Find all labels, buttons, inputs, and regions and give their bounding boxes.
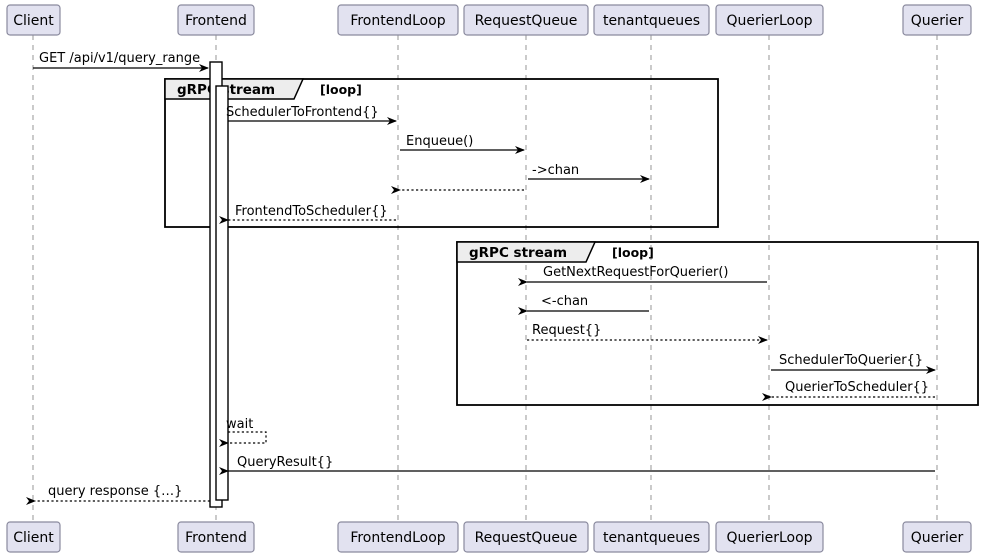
msg-wait: wait [219, 417, 267, 447]
participant-requestqueue-bottom-label: RequestQueue [475, 530, 578, 546]
msg-wait-label: wait [226, 417, 253, 432]
participant-requestqueue-top[interactable]: RequestQueue [463, 4, 589, 36]
participant-tenantqueues-bottom[interactable]: tenantqueues [593, 521, 710, 553]
msg-frontend-to-scheduler-label: FrontendToScheduler{} [235, 204, 388, 219]
participant-frontend-top-label: Frontend [185, 13, 247, 29]
frame-querier-grpc: gRPC stream [loop] [456, 241, 979, 406]
participant-requestqueue-bottom[interactable]: RequestQueue [463, 521, 589, 553]
participants-bottom-layer: Client Frontend FrontendLoop RequestQueue te… [6, 521, 972, 553]
msg-enqueue: Enqueue() [400, 134, 525, 154]
msg-request-label: Request{} [532, 323, 601, 338]
msg-scheduler-to-querier-label: SchedulerToQuerier{} [779, 353, 923, 368]
participant-requestqueue-bottom-box[interactable] [463, 521, 589, 553]
msg-to-chan-label: ->chan [532, 163, 579, 178]
msg-wait-path [219, 431, 267, 447]
msg-querier-to-scheduler: QuerierToScheduler{} [762, 380, 935, 401]
participant-frontend-bottom-label: Frontend [185, 530, 247, 546]
participant-frontendloop-top-label: FrontendLoop [350, 13, 445, 29]
participant-frontendloop-bottom[interactable]: FrontendLoop [337, 521, 459, 553]
msg-get-query-range-label: GET /api/v1/query_range [39, 51, 200, 66]
msg-from-chan-label: <-chan [541, 294, 588, 309]
participants-top-layer: Client Frontend FrontendLoop RequestQueue te… [6, 4, 972, 36]
msg-get-next-request-label: GetNextRequestForQuerier() [543, 265, 729, 280]
participant-querierloop-top-box[interactable] [715, 4, 824, 36]
messages-layer: GET /api/v1/query_rangeSchedulerToFronte… [26, 51, 936, 505]
participant-frontend-top[interactable]: Frontend [177, 4, 255, 36]
msg-scheduler-to-frontend: SchedulerToFrontend{} [226, 105, 397, 125]
msg-querier-to-scheduler-label: QuerierToScheduler{} [785, 380, 929, 395]
frame-frontend-grpc-condition: [loop] [320, 82, 362, 97]
participant-client-top-label: Client [13, 13, 54, 29]
participant-frontend-top-box[interactable] [177, 4, 255, 36]
participant-querier-bottom-box[interactable] [902, 521, 972, 553]
participant-client-bottom[interactable]: Client [6, 521, 61, 553]
participant-tenantqueues-top-box[interactable] [593, 4, 710, 36]
msg-scheduler-to-querier: SchedulerToQuerier{} [771, 353, 936, 374]
participant-frontendloop-bottom-label: FrontendLoop [350, 530, 445, 546]
lifelines-layer [32, 35, 938, 522]
participant-tenantqueues-top[interactable]: tenantqueues [593, 4, 710, 36]
frame-frontend-grpc-tab [164, 78, 305, 100]
participant-frontend-bottom-box[interactable] [177, 521, 255, 553]
participant-frontendloop-top-box[interactable] [337, 4, 459, 36]
msg-enqueue-label: Enqueue() [406, 134, 473, 149]
msg-frontend-to-scheduler: FrontendToScheduler{} [219, 204, 396, 224]
participant-querier-top-box[interactable] [902, 4, 972, 36]
participant-client-bottom-box[interactable] [6, 521, 61, 553]
frame-querier-grpc-title: gRPC stream [469, 245, 567, 261]
participant-requestqueue-top-label: RequestQueue [475, 13, 578, 29]
participant-tenantqueues-top-label: tenantqueues [603, 13, 700, 29]
participant-requestqueue-top-box[interactable] [463, 4, 589, 36]
frontend-activation-inner [215, 85, 229, 501]
participant-tenantqueues-bottom-label: tenantqueues [603, 530, 700, 546]
participant-querierloop-top-label: QuerierLoop [726, 13, 812, 29]
participant-client-top[interactable]: Client [6, 4, 61, 36]
frame-querier-grpc-tab [456, 241, 597, 263]
msg-request: Request{} [527, 323, 768, 344]
participant-querier-top[interactable]: Querier [902, 4, 972, 36]
participant-querier-top-label: Querier [911, 13, 964, 29]
msg-from-chan: <-chan [518, 294, 649, 315]
participant-frontend-bottom[interactable]: Frontend [177, 521, 255, 553]
msg-get-query-range: GET /api/v1/query_range [33, 51, 209, 72]
frame-querier-grpc-condition: [loop] [612, 245, 654, 260]
participant-querier-bottom-label: Querier [911, 530, 964, 546]
msg-to-chan: ->chan [528, 163, 650, 183]
msg-query-result-label: QueryResult{} [237, 455, 333, 470]
participant-querier-bottom[interactable]: Querier [902, 521, 972, 553]
msg-query-response: query response {…} [26, 484, 210, 505]
participant-querierloop-bottom-label: QuerierLoop [726, 530, 812, 546]
msg-get-next-request: GetNextRequestForQuerier() [518, 265, 767, 286]
msg-query-result: QueryResult{} [219, 455, 935, 475]
frames-layer: gRPC stream[loop]gRPC stream[loop] [164, 78, 979, 406]
activations-layer [209, 61, 229, 508]
participant-frontendloop-bottom-box[interactable] [337, 521, 459, 553]
participant-client-top-box[interactable] [6, 4, 61, 36]
participant-querierloop-top[interactable]: QuerierLoop [715, 4, 824, 36]
participant-querierloop-bottom[interactable]: QuerierLoop [715, 521, 824, 553]
msg-query-response-label: query response {…} [48, 484, 182, 499]
participant-client-bottom-label: Client [13, 530, 54, 546]
participant-tenantqueues-bottom-box[interactable] [593, 521, 710, 553]
participant-frontendloop-top[interactable]: FrontendLoop [337, 4, 459, 36]
participant-querierloop-bottom-box[interactable] [715, 521, 824, 553]
msg-scheduler-to-frontend-label: SchedulerToFrontend{} [226, 105, 379, 120]
